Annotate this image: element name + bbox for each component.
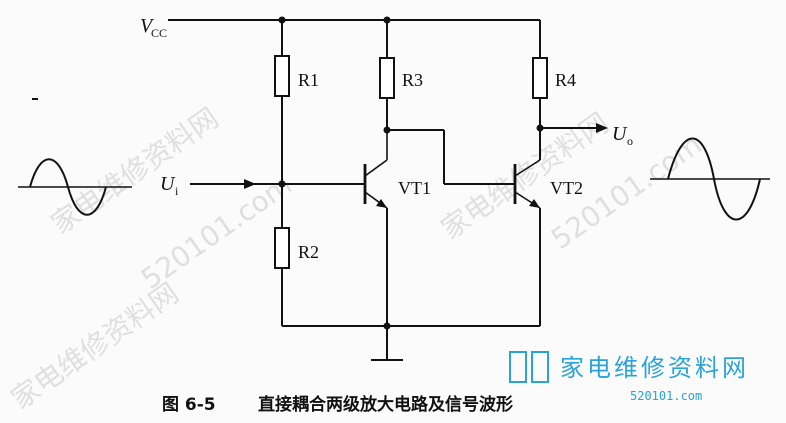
figure-number: 图 6-5 — [162, 395, 216, 415]
transistor-vt2 — [513, 159, 541, 326]
emitter-arrow-icon — [529, 199, 540, 208]
label-vt2: VT2 — [550, 178, 583, 198]
input-label: U — [160, 173, 176, 195]
book-icon — [509, 351, 527, 383]
output-arrow-icon — [596, 123, 608, 133]
output-subscript: o — [627, 134, 633, 148]
label-r3: R3 — [402, 70, 423, 90]
label-r4: R4 — [555, 70, 576, 90]
label-r1: R1 — [298, 70, 319, 90]
logo-text: 家电维修资料网 — [560, 354, 749, 382]
vcc-subscript: CC — [151, 26, 167, 40]
emitter-arrow-icon — [376, 199, 387, 208]
watermark-logo: 家电维修资料网 520101.com — [509, 351, 749, 403]
resistor-r1 — [274, 55, 290, 97]
input-waveform — [18, 158, 132, 216]
output-label: U — [612, 123, 628, 145]
logo-url: 520101.com — [630, 389, 702, 403]
watermark-text-1: 家电维修资料网 — [45, 101, 224, 240]
label-vt1: VT1 — [398, 178, 431, 198]
watermark-text-3: 家电维修资料网 — [5, 276, 184, 415]
label-r2: R2 — [298, 242, 319, 262]
output-waveform — [650, 137, 770, 221]
resistor-r3 — [379, 57, 395, 99]
figure-title: 直接耦合两级放大电路及信号波形 — [258, 394, 513, 415]
transistor-vt1 — [363, 130, 388, 326]
resistor-r2 — [274, 227, 290, 269]
input-subscript: i — [175, 184, 179, 198]
input-arrow-icon — [244, 179, 256, 189]
resistor-r4 — [532, 57, 548, 99]
vcc-label: V — [140, 15, 155, 37]
